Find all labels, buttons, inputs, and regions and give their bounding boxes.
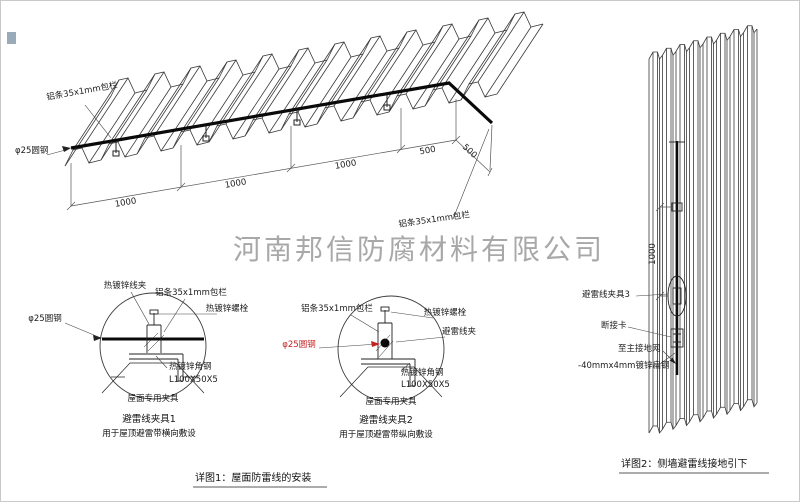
clamp1-detail-circle: 热镀锌线夹 铝条35x1mm包栏 热镀锌螺栓 φ25圆钢 热镀锌角钢 L100X… [28,280,248,439]
lightning-wire [70,81,494,150]
roof-dim-1000-1: 1000 [114,196,137,210]
clamp2-title: 避雷线夹具2 [359,414,413,426]
clamp2-label-angle: 热镀锌角钢 [401,367,444,378]
roof-label-aluminum-strip-top: 铝条35x1mm包栏 [46,80,119,103]
roof-label-aluminum-strip-right: 铝条35x1mm包栏 [398,209,471,230]
arrowhead [93,335,102,341]
wall-label-to-ground: 至主接地网 [618,343,661,354]
clamp1-label-round-steel: φ25圆钢 [28,313,61,324]
arrowhead [371,341,380,347]
roof-leader-lines [46,104,490,220]
clamp2-label-bolt: 热镀锌螺栓 [424,307,467,318]
roof-label-round-steel: φ25圆钢 [15,145,48,156]
clamp2-label-wire-clip: 避雷线夹 [442,326,477,337]
detail1-caption: 详图1：屋面防雷线的安装 [195,471,311,484]
clamp1-label-roof-fixture: 屋面专用夹具 [127,393,179,404]
detail2-caption: 详图2：侧墙避雷线接地引下 [621,457,747,470]
clamp2-detail-circle: 铝条35x1mm包栏 热镀锌螺栓 φ25圆钢 避雷线夹 热镀锌角钢 L100X5… [282,295,477,440]
clamp1-label-angle: 热镀锌角钢 [169,361,212,372]
roof-wire-clamps [112,95,391,157]
clamp1-label-wire-clip: 热镀锌线夹 [104,280,147,291]
clamp1-leader-lines [64,291,217,369]
wall-label-disconnect: 断接卡 [601,320,627,331]
stamp-mark [7,32,16,44]
roof-right-edge [496,23,544,95]
clamp2-label-strip: 铝条35x1mm包栏 [301,303,373,314]
roof-dim-500-2: 500 [460,142,479,160]
roof-isometric-drawing [64,11,544,167]
detail-circle-outline [99,292,207,400]
clamp1-label-angle-spec: L100X50X5 [169,375,218,385]
clamp2-label-round-steel: φ25圆钢 [282,339,315,350]
roof-dimension-lines [66,99,493,211]
clamp1-body [101,309,205,394]
clamp1-title: 避雷线夹具1 [122,413,176,425]
roof-dim-1000-2: 1000 [224,177,247,191]
roof-dim-1000-3: 1000 [334,158,357,172]
clamp2-subtitle: 用于屋顶避雷带纵向敷设 [339,429,433,440]
clamp2-label-roof-fixture: 屋面专用夹具 [365,396,417,407]
clamp2-leader-lines [318,311,446,372]
clamp1-subtitle: 用于屋顶避雷带横向敷设 [102,428,196,439]
wall-label-clamp3: 避雷线夹具3 [582,289,630,300]
company-watermark: 河南邦信防腐材料有限公司 [233,233,605,266]
wall-dimension-lines [655,202,672,301]
wall-dim-1000: 1000 [648,243,658,265]
clamp2-body [339,306,443,398]
clamp1-label-bolt: 热镀锌螺栓 [206,303,249,314]
roof-dim-500-1: 500 [419,145,437,158]
wall-drawing [648,25,758,434]
clamp2-wire-cross-section [380,338,390,348]
clamp1-label-strip: 铝条35x1mm包栏 [155,287,227,298]
wall-label-flat-steel: -40mmx4mm镀锌扁钢 [578,360,669,371]
arrowhead [669,357,676,364]
clamp2-label-angle-spec: L100X50X5 [401,380,450,390]
detail-circle-outline [337,295,445,403]
wall-leader-lines [627,293,676,365]
arrowhead [62,146,71,152]
